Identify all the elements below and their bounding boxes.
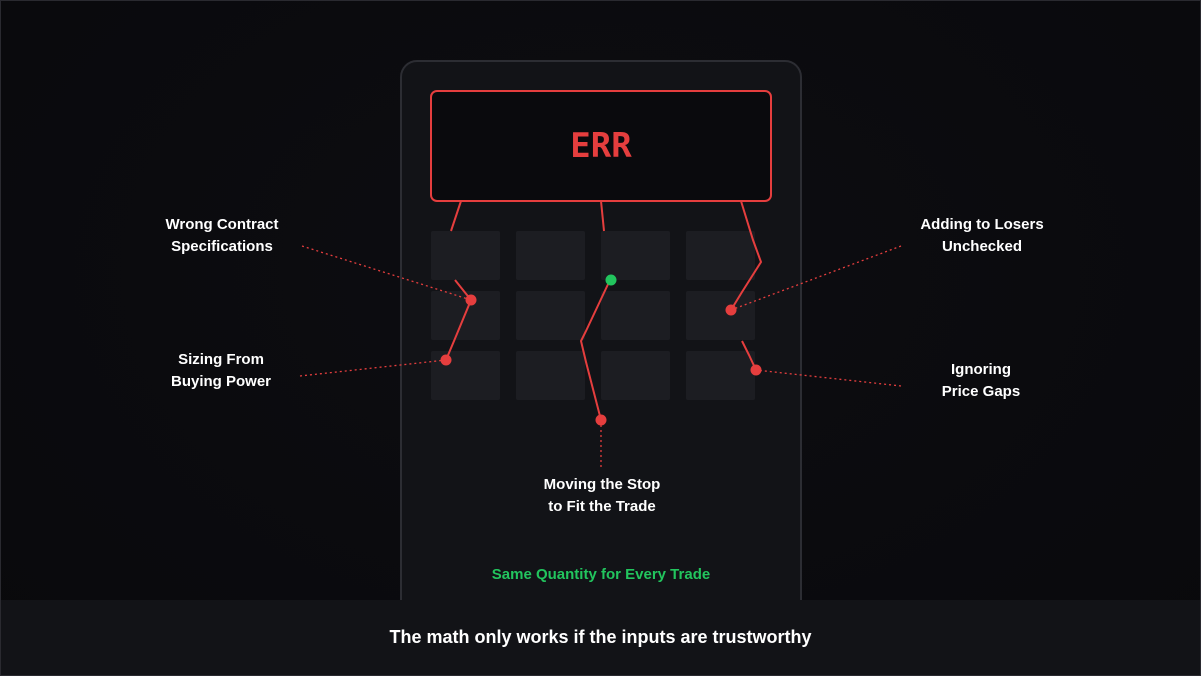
crack-center <box>600 200 605 232</box>
key <box>601 291 670 340</box>
error-point-sizing-buying-power <box>440 354 452 366</box>
key <box>431 231 500 280</box>
callout-line: Ignoring <box>951 361 1011 378</box>
callout-line: Adding to Losers <box>920 216 1044 233</box>
key <box>516 351 585 400</box>
calculator-diagram: ERR <box>299 60 902 600</box>
crack-left <box>450 200 462 232</box>
crack-center-lower <box>579 279 611 421</box>
callout-adding-losers: Adding to Losers Unchecked <box>882 214 1082 258</box>
callout-line: Price Gaps <box>941 383 1021 400</box>
error-points <box>440 294 762 426</box>
error-point-moving-stop <box>595 414 607 426</box>
key <box>601 351 670 400</box>
callout-line: Buying Power <box>170 373 271 390</box>
callout-price-gaps: Ignoring Price Gaps <box>881 359 1081 403</box>
callout-line: Moving the Stop <box>543 476 661 493</box>
callout-moving-stop: Moving the Stop to Fit the Trade <box>502 474 702 518</box>
display-error-text: ERR <box>570 126 632 166</box>
callout-wrong-contract: Wrong Contract Specifications <box>122 214 322 258</box>
key <box>686 291 755 340</box>
footer-caption: The math only works if the inputs are tr… <box>389 627 812 647</box>
crack-right-lower <box>741 340 757 371</box>
callout-line: Wrong Contract <box>165 216 279 233</box>
callout-line: Unchecked <box>941 238 1023 255</box>
key <box>601 231 670 280</box>
leader-adding-losers <box>730 245 902 311</box>
crack-left-lower <box>445 279 473 361</box>
footer-bar: The math only works if the inputs are tr… <box>1 600 1200 675</box>
error-point-adding-losers <box>725 304 737 316</box>
keypad <box>431 231 755 400</box>
leader-price-gaps <box>755 369 902 387</box>
key <box>686 351 755 400</box>
key <box>686 231 755 280</box>
callout-line: to Fit the Trade <box>548 498 656 515</box>
crack-lines <box>445 200 763 421</box>
success-point <box>605 274 617 286</box>
callout-line: Specifications <box>171 238 273 255</box>
error-point-wrong-contract <box>465 294 477 306</box>
key <box>516 291 585 340</box>
error-point-price-gaps <box>750 364 762 376</box>
leader-lines <box>299 245 902 470</box>
highlight-label: Same Quantity for Every Trade <box>491 566 711 583</box>
callout-line: Sizing From <box>178 351 264 368</box>
callout-sizing-buying-power: Sizing From Buying Power <box>121 349 321 393</box>
crack-right <box>730 200 763 311</box>
key <box>516 231 585 280</box>
